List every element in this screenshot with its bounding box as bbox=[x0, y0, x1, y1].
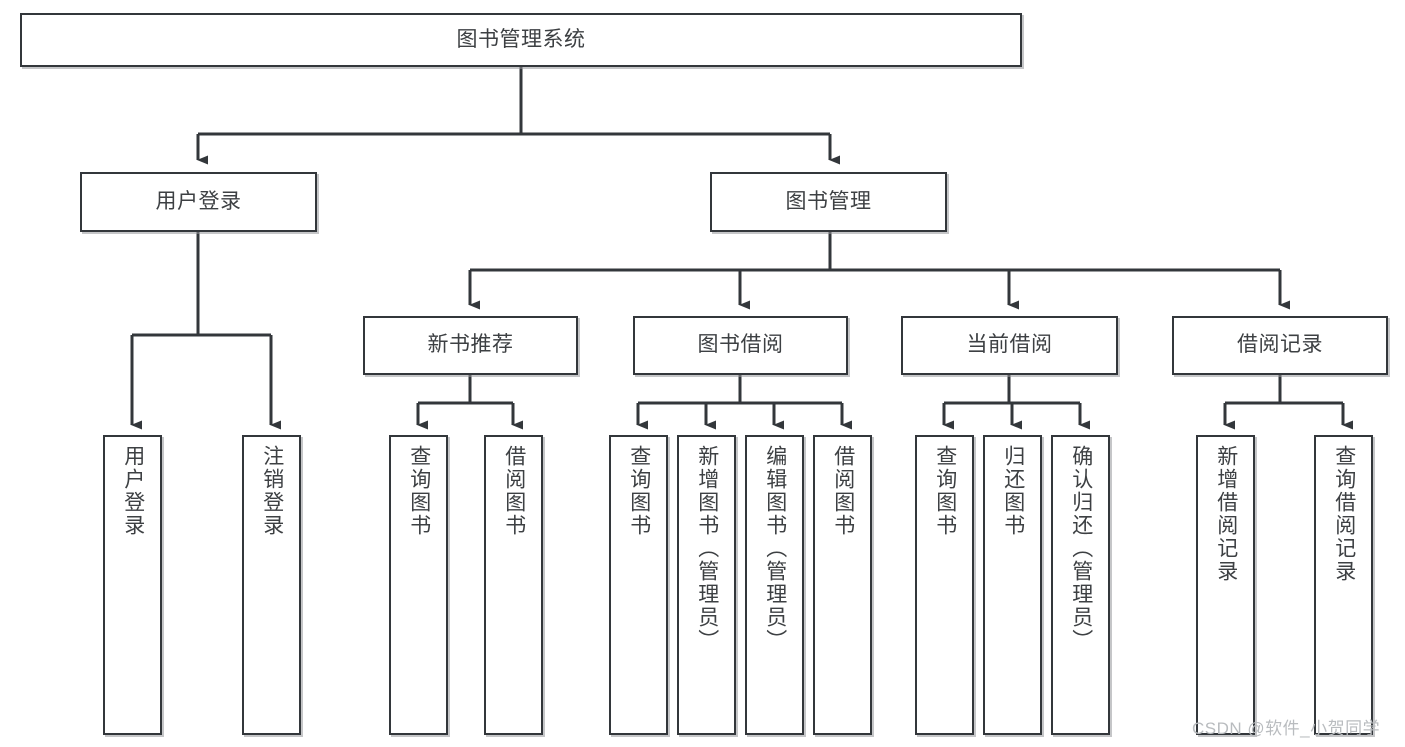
node-label: 新增图书（管理员） bbox=[695, 445, 719, 652]
node-label: 确认归还（管理员） bbox=[1069, 445, 1093, 652]
node-user-login[interactable]: 用户登录 bbox=[80, 172, 317, 232]
node-label: 注销登录 bbox=[260, 445, 284, 537]
node-label: 图书管理 bbox=[785, 189, 872, 213]
node-label: 编辑图书（管理员） bbox=[763, 445, 787, 652]
node-leaf-query-book-current[interactable]: 查询图书 bbox=[915, 435, 974, 735]
node-new-book-recommend[interactable]: 新书推荐 bbox=[363, 316, 578, 375]
node-label: 当前借阅 bbox=[966, 333, 1053, 357]
node-book-management[interactable]: 图书管理 bbox=[710, 172, 947, 232]
node-leaf-query-book[interactable]: 查询图书 bbox=[609, 435, 668, 735]
node-leaf-logout[interactable]: 注销登录 bbox=[242, 435, 301, 735]
node-label: 查询图书 bbox=[407, 445, 431, 537]
node-leaf-return-book[interactable]: 归还图书 bbox=[983, 435, 1042, 735]
node-book-borrow[interactable]: 图书借阅 bbox=[633, 316, 848, 375]
node-label: 借阅记录 bbox=[1237, 333, 1323, 357]
node-label: 图书借阅 bbox=[697, 333, 784, 357]
node-label: 图书管理系统 bbox=[456, 27, 586, 51]
node-label: 新书推荐 bbox=[427, 333, 514, 357]
node-label: 查询图书 bbox=[627, 445, 651, 537]
node-leaf-edit-book-admin[interactable]: 编辑图书（管理员） bbox=[745, 435, 804, 735]
node-leaf-borrow-book[interactable]: 借阅图书 bbox=[813, 435, 872, 735]
node-label: 用户登录 bbox=[155, 189, 242, 213]
node-leaf-confirm-return-admin[interactable]: 确认归还（管理员） bbox=[1051, 435, 1110, 735]
node-label: 借阅图书 bbox=[502, 445, 526, 537]
node-root-book-management-system[interactable]: 图书管理系统 bbox=[20, 13, 1022, 67]
node-leaf-user-login[interactable]: 用户登录 bbox=[103, 435, 162, 735]
node-leaf-add-book-admin[interactable]: 新增图书（管理员） bbox=[677, 435, 736, 735]
node-borrow-record[interactable]: 借阅记录 bbox=[1172, 316, 1388, 375]
node-label: 查询图书 bbox=[933, 445, 957, 537]
node-label: 归还图书 bbox=[1001, 445, 1025, 537]
node-label: 新增借阅记录 bbox=[1214, 445, 1238, 583]
node-leaf-query-borrow-record[interactable]: 查询借阅记录 bbox=[1314, 435, 1373, 735]
node-label: 借阅图书 bbox=[831, 445, 855, 537]
node-leaf-query-book-recommend[interactable]: 查询图书 bbox=[389, 435, 448, 735]
node-current-borrow[interactable]: 当前借阅 bbox=[901, 316, 1118, 375]
node-label: 查询借阅记录 bbox=[1332, 445, 1356, 583]
node-label: 用户登录 bbox=[121, 445, 145, 537]
node-leaf-add-borrow-record[interactable]: 新增借阅记录 bbox=[1196, 435, 1255, 735]
node-leaf-borrow-book-recommend[interactable]: 借阅图书 bbox=[484, 435, 543, 735]
